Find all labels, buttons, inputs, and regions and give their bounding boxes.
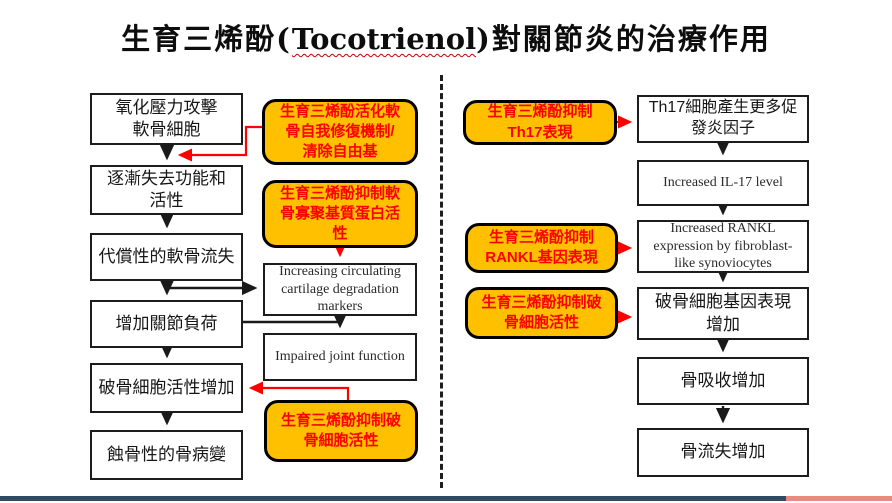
marker-box-cartilage-degradation: Increasing circulating cartilage degrada… [263,263,417,316]
flow-box-cartilage-loss: 代償性的軟骨流失 [90,233,243,281]
footer-bar-salmon [786,496,892,501]
flow-box-erosive-bone-lesion: 蝕骨性的骨病變 [90,430,243,480]
intervention-box-rankl: 生育三烯酚抑制 RANKL基因表現 [465,223,618,273]
intervention-box-osteoclast-right: 生育三烯酚抑制破 骨細胞活性 [465,287,618,339]
flow-box-bone-loss: 骨流失增加 [637,428,809,477]
flow-box-joint-load: 增加關節負荷 [90,300,243,348]
title-post: )對關節炎的治療作用 [476,22,771,56]
flow-box-oxidative-stress: 氧化壓力攻擊 軟骨細胞 [90,93,243,145]
flow-box-th17-cytokines: Th17細胞產生更多促 發炎因子 [637,95,809,143]
flow-box-il17-level: Increased IL-17 level [637,160,809,206]
marker-box-impaired-joint-function: Impaired joint function [263,333,417,381]
flow-box-osteoclast-activity-increase: 破骨細胞活性增加 [90,363,243,413]
flow-box-loss-of-function: 逐漸失去功能和 活性 [90,165,243,215]
section-divider [440,75,443,488]
intervention-box-comp-inhibition: 生育三烯酚抑制軟 骨寡聚基質蛋白活 性 [262,180,418,248]
intervention-box-th17: 生育三烯酚抑制 Th17表現 [463,100,617,145]
flow-box-bone-resorption: 骨吸收增加 [637,357,809,405]
title-pre: 生育三烯酚( [121,22,292,56]
flow-box-rankl-expression: Increased RANKL expression by fibroblast… [637,220,809,273]
slide-title: 生育三烯酚(Tocotrienol)對關節炎的治療作用 [0,16,892,58]
footer-bar-blue [0,496,786,501]
intervention-box-cartilage-repair: 生育三烯酚活化軟 骨自我修復機制/ 清除自由基 [262,99,418,165]
intervention-box-osteoclast-left: 生育三烯酚抑制破 骨細胞活性 [264,400,418,462]
flow-box-osteoclast-gene-expression: 破骨細胞基因表現 增加 [637,287,809,340]
title-english-term: Tocotrienol [291,22,477,56]
